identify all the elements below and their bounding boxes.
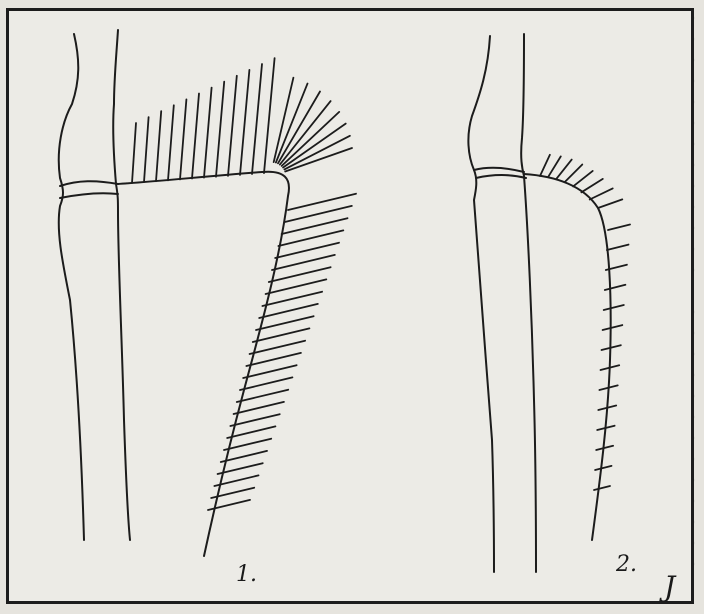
fig1-root-hair <box>250 341 306 354</box>
fig1-root-hair <box>228 76 237 176</box>
fig1-root-hair <box>132 123 136 183</box>
fig1-root-hair <box>208 500 250 510</box>
fig1-root-hair <box>180 99 186 179</box>
fig2-root-hair <box>603 325 623 330</box>
fig2-root-hair <box>595 466 611 470</box>
fig1-root-hair <box>278 92 320 164</box>
fig2-root-hairs <box>540 155 630 490</box>
fig1-root-hair <box>256 316 314 330</box>
fig1-root-hair <box>168 105 174 180</box>
fig2-root-hair <box>605 285 626 290</box>
fig2-branch-outline <box>524 174 611 540</box>
fig2-stem-right-edge <box>521 34 536 572</box>
fig2-root-hair <box>598 199 622 208</box>
fig2-root-hair <box>596 446 613 450</box>
fig1-root-hair <box>243 365 296 378</box>
figure-1-drawing <box>59 30 356 556</box>
fig1-root-hair <box>282 112 340 166</box>
fig1-stem-left-edge <box>59 34 84 540</box>
fig2-root-hair <box>557 160 572 179</box>
fig1-root-hair <box>240 70 249 175</box>
fig1-root-hair <box>264 58 275 173</box>
fig1-root-hair <box>156 111 161 181</box>
fig1-stem-right-edge <box>113 30 130 540</box>
fig2-root-hair <box>594 486 610 490</box>
artist-signature: J <box>664 570 675 603</box>
fig2-root-hair <box>608 225 630 231</box>
fig1-root-hair <box>216 82 224 177</box>
fig1-branch-outline <box>118 172 289 556</box>
fig2-root-hair <box>540 155 550 176</box>
figure-2-drawing <box>468 34 630 572</box>
fig2-root-hair <box>590 188 613 199</box>
fig2-root-hair <box>565 165 582 182</box>
fig2-root-hair <box>607 245 629 250</box>
fig1-root-hair <box>253 328 310 342</box>
fig1-root-hair <box>144 117 149 182</box>
fig1-root-hair <box>246 353 301 366</box>
fig1-root-hair <box>259 304 318 318</box>
fig2-root-hair <box>573 171 593 187</box>
fig1-root-hair <box>274 78 294 162</box>
fig2-node-joint <box>474 168 526 178</box>
fig1-root-hair <box>262 292 322 306</box>
fig1-root-hair <box>266 279 327 294</box>
figure-1-label: 1. <box>236 562 257 587</box>
fig1-root-hair <box>192 94 199 179</box>
fig2-stem-left-edge <box>468 36 494 572</box>
fig1-root-hair <box>252 64 262 174</box>
fig1-root-hairs <box>132 58 356 510</box>
fig1-node-joint <box>60 181 118 198</box>
fig2-root-hair <box>604 305 624 310</box>
fig2-root-hair <box>548 156 561 176</box>
figure-2-label: 2. <box>616 552 637 577</box>
fig1-root-hair <box>204 88 212 178</box>
fig2-root-hair <box>581 179 602 192</box>
